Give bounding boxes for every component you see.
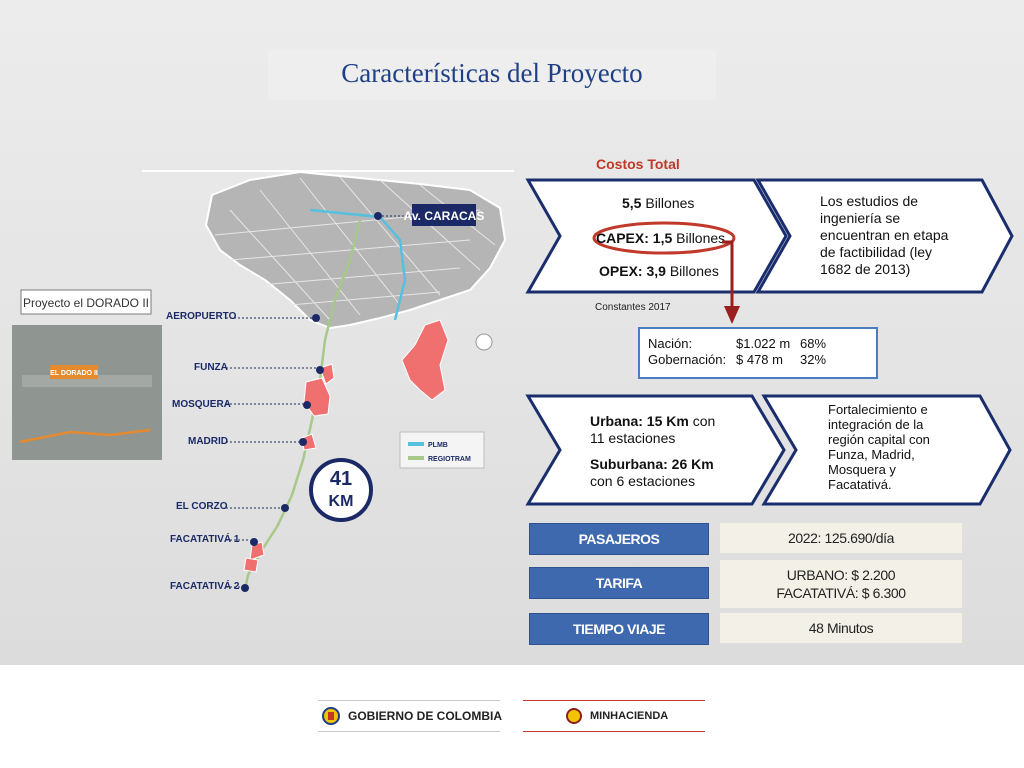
station-label: MOSQUERA — [172, 399, 231, 410]
cost-chevron — [525, 178, 788, 294]
capex-highlight — [592, 221, 736, 255]
suburban-rest: con 6 estaciones — [590, 473, 696, 489]
study-text: Los estudios de ingeniería se encuentran… — [820, 193, 949, 277]
facatativa2-area — [243, 557, 259, 573]
capex-label: CAPEX: 1,5 — [596, 230, 673, 246]
arrow-head-icon — [724, 306, 740, 324]
legend-swatch-regiotram — [408, 456, 424, 460]
minhacienda-seal-icon — [566, 708, 582, 724]
distance-number: 41 — [330, 468, 352, 490]
street-grid — [214, 176, 496, 321]
capex: CAPEX: 1,5 Billones — [596, 230, 725, 247]
footer-rule — [318, 700, 500, 701]
region-text: Fortalecimiento e integración de la regi… — [828, 402, 930, 492]
tarifa-urbano: URBANO: $ 2.200 — [786, 567, 896, 583]
map-divider — [142, 170, 514, 172]
urban-rest: con 11 estaciones — [590, 413, 716, 446]
funding-list: Nación: $1.022 m 68% Gobernación: $ 478 m 32… — [648, 336, 826, 368]
capex-unit: Billones — [676, 230, 726, 246]
arrow-line — [722, 240, 734, 310]
tiempo-viaje-label: TIEMPO VIAJE — [529, 613, 709, 645]
facatativa-area — [249, 541, 265, 561]
station-label: FACATATIVÁ 1 — [170, 532, 240, 545]
inset-label-box — [20, 289, 152, 315]
cost-chevrons — [525, 178, 1014, 294]
footer-rule — [318, 731, 500, 732]
opex-label: OPEX: 3,9 — [599, 263, 666, 279]
funding-pct: 68% — [800, 336, 827, 351]
suburban-label: Suburbana: — [590, 456, 668, 472]
footer-rule-red — [523, 731, 705, 732]
urban-length: Urbana: 15 Km con 11 estaciones — [590, 413, 730, 447]
title-bar — [268, 50, 716, 100]
gov-logo: GOBIERNO DE COLOMBIA — [322, 701, 502, 731]
station-label: FUNZA — [194, 362, 228, 373]
distance-badge — [309, 458, 373, 522]
study-chevron — [755, 178, 1014, 294]
colombia-seal-icon — [322, 707, 340, 725]
funding-name: Nación: — [648, 336, 693, 351]
inset-label: Proyecto el DORADO II — [23, 296, 149, 310]
tarifa-facatativa: FACATATIVÁ: $ 6.300 — [776, 585, 906, 601]
funding-name: Gobernación: — [648, 352, 727, 367]
tarifa-value: URBANO: $ 2.200 FACATATIVÁ: $ 6.300 — [720, 560, 962, 608]
length-chevrons — [525, 394, 1012, 506]
legend-label: PLMB — [428, 442, 448, 449]
madrid-area — [301, 433, 317, 451]
suburban-length: Suburbana: 26 Km con 6 estaciones — [590, 456, 730, 490]
pasajeros-label: PASAJEROS — [529, 523, 709, 555]
distance-unit: KM — [329, 493, 354, 510]
funding-arrow — [722, 240, 740, 324]
funding-row: Gobernación: $ 478 m 32% — [648, 352, 826, 368]
opex-unit: Billones — [669, 263, 719, 279]
cost-total: 5,5 Billones — [622, 195, 694, 212]
soacha-area — [401, 319, 449, 401]
gov-label: GOBIERNO DE COLOMBIA — [348, 709, 503, 723]
caracas-tag — [412, 204, 476, 226]
urban-label: Urbana: — [590, 413, 643, 429]
length-chevron — [525, 394, 786, 506]
funding-amount: $ 478 m — [736, 352, 783, 367]
map-legend — [399, 431, 485, 469]
station-label: MADRID — [188, 436, 228, 447]
project-map: Av. CARACAS AEROPUERTO FUNZA MOSQUERA MA… — [12, 170, 507, 592]
station-label: EL CORZO — [176, 501, 228, 512]
minhacienda-logo: MINHACIENDA — [566, 701, 668, 731]
urban-km: 15 Km — [646, 413, 689, 429]
compass-icon — [475, 333, 493, 351]
footer-rule-red — [523, 700, 705, 701]
inset-tag: EL DORADO II — [50, 370, 98, 377]
funding-box — [638, 327, 878, 379]
tiempo-viaje-value: 48 Minutos — [720, 613, 962, 643]
pasajeros-value: 2022: 125.690/día — [720, 523, 962, 553]
costos-heading: Costos Total — [596, 156, 680, 172]
station-dots — [241, 212, 382, 592]
suburban-km: 26 Km — [671, 456, 714, 472]
opex: OPEX: 3,9 Billones — [599, 263, 719, 280]
funding-pct: 32% — [800, 352, 827, 367]
funding-amount: $1.022 m — [736, 336, 791, 351]
inset-tag-box — [50, 365, 98, 379]
plmb-line — [309, 208, 407, 321]
tarifa-label: TARIFA — [529, 567, 709, 599]
legend-swatch-plmb — [408, 442, 424, 446]
inset-route — [19, 428, 151, 444]
station-label: AEROPUERTO — [166, 311, 237, 322]
legend-label: REGIOTRAM — [428, 456, 471, 463]
region-chevron — [761, 394, 1012, 506]
constantes-note: Constantes 2017 — [595, 302, 671, 313]
page-title: Características del Proyecto — [341, 58, 643, 88]
station-leaders — [226, 215, 412, 588]
caracas-label: Av. CARACAS — [404, 209, 485, 223]
funding-row: Nación: $1.022 m 68% — [648, 336, 826, 352]
min-label: MINHACIENDA — [590, 710, 669, 722]
cost-total-value: 5,5 — [622, 195, 642, 211]
station-label: FACATATIVÁ 2 — [170, 579, 240, 592]
cost-total-unit: Billones — [645, 195, 695, 211]
